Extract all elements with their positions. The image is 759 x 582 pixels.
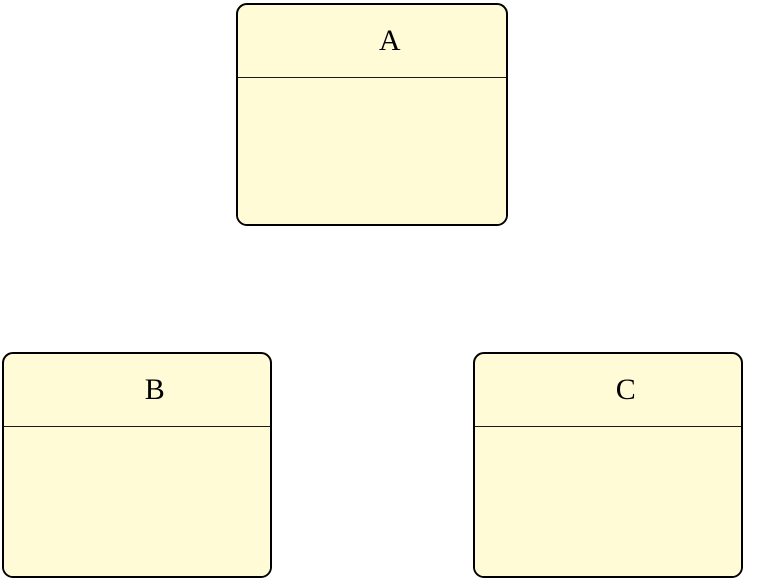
uml-class-a-body xyxy=(238,78,506,224)
uml-class-a[interactable]: A xyxy=(236,3,508,226)
uml-class-c-name: C xyxy=(475,354,741,427)
uml-class-b-body xyxy=(4,427,270,576)
uml-class-b[interactable]: B xyxy=(2,352,272,578)
uml-class-c[interactable]: C xyxy=(473,352,743,578)
uml-class-c-body xyxy=(475,427,741,576)
uml-class-b-name: B xyxy=(4,354,270,427)
uml-class-a-name: A xyxy=(238,5,506,78)
